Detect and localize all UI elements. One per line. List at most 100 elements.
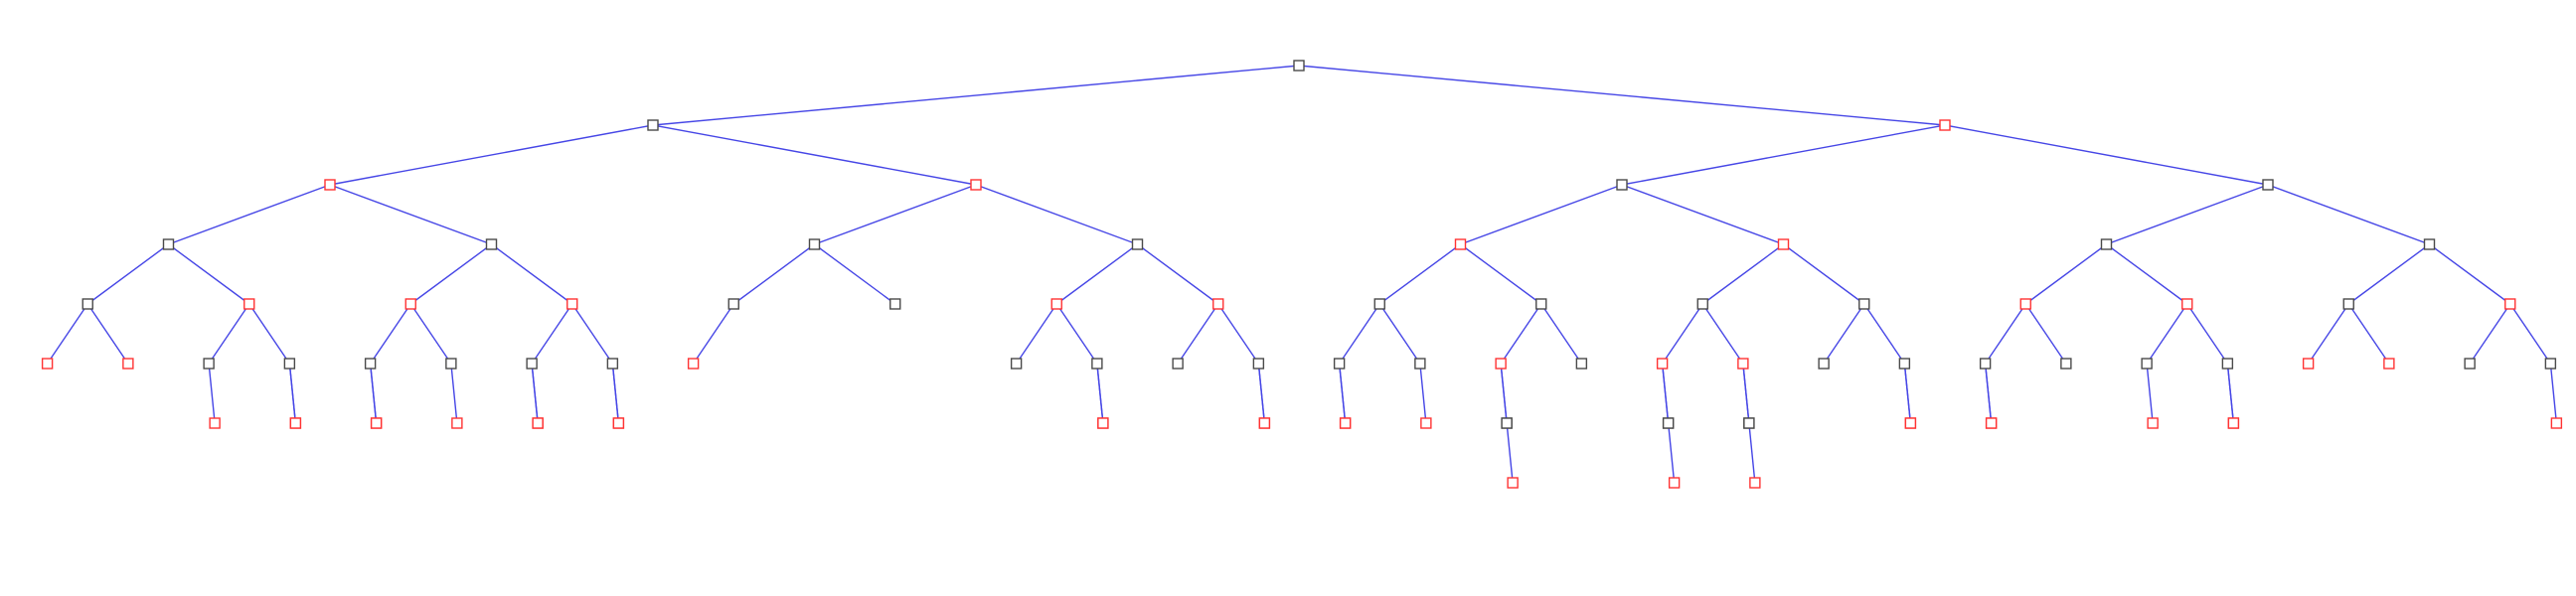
tree-edge [1339, 303, 1380, 365]
tree-edge [2347, 303, 2390, 365]
black-node [1662, 417, 1675, 429]
red-node [2302, 358, 2315, 370]
black-node [808, 238, 821, 250]
black-node [526, 358, 538, 370]
black-node [2221, 358, 2234, 370]
tree-edge [1662, 303, 1703, 365]
black-node [1743, 417, 1755, 429]
tree-edge [2308, 303, 2349, 365]
black-node [162, 238, 175, 250]
red-node [1339, 417, 1352, 429]
red-node [1777, 238, 1790, 250]
red-node [2383, 358, 2395, 370]
tree-edge [531, 303, 573, 365]
red-node [2504, 298, 2516, 310]
black-node [647, 119, 659, 131]
tree-edge [732, 243, 815, 305]
tree-edge [2549, 363, 2558, 424]
black-node [727, 298, 739, 310]
red-node [41, 358, 54, 370]
tree-edge [2267, 184, 2430, 245]
black-node [1091, 358, 1103, 370]
red-node [1939, 119, 1951, 131]
tree-edge [1460, 184, 1623, 245]
black-node [2464, 358, 2476, 370]
black-node [1501, 417, 1513, 429]
tree-edge [1621, 124, 1946, 186]
red-node [532, 417, 544, 429]
black-node [1898, 358, 1911, 370]
red-node [209, 417, 221, 429]
tree-edge [1460, 243, 1542, 305]
tree-edge [1378, 243, 1461, 305]
black-node [1293, 60, 1305, 72]
red-node [1749, 477, 1761, 489]
edge-layer [47, 65, 2558, 484]
red-node [612, 417, 625, 429]
black-node [1010, 358, 1023, 370]
black-node [1373, 298, 1385, 310]
tree-edge [208, 363, 216, 424]
red-node [451, 417, 463, 429]
tree-edge [652, 124, 977, 186]
red-node [324, 179, 336, 191]
black-node [1535, 298, 1547, 310]
tree-edge [975, 184, 1138, 245]
red-node [1050, 298, 1062, 310]
tree-edge [1217, 303, 1259, 365]
red-node [2227, 417, 2240, 429]
red-node [404, 298, 416, 310]
black-node [203, 358, 215, 370]
black-node [81, 298, 93, 310]
red-node [243, 298, 255, 310]
tree-edge [1500, 363, 1508, 424]
tree-edge [409, 303, 452, 365]
red-node [1454, 238, 1467, 250]
red-node [1212, 298, 1224, 310]
black-node [2423, 238, 2436, 250]
tree-edge [2469, 303, 2511, 365]
black-node [1818, 358, 1830, 370]
red-node [1258, 417, 1271, 429]
tree-edge [369, 363, 378, 424]
tree-edge [571, 303, 613, 365]
black-node [485, 238, 498, 250]
black-node [2141, 358, 2153, 370]
tree-edge [1257, 363, 1266, 424]
red-node [1904, 417, 1917, 429]
tree-edge [1137, 243, 1219, 305]
tree-edge [1823, 303, 1865, 365]
black-node [1252, 358, 1265, 370]
tree-edge [86, 243, 169, 305]
tree-edge [491, 243, 573, 305]
tree-edge [2186, 303, 2228, 365]
tree-edge [1661, 363, 1670, 424]
tree-edge [1096, 363, 1104, 424]
tree-edge [2429, 243, 2511, 305]
black-node [1979, 358, 1992, 370]
tree-edge [329, 184, 492, 245]
black-node [1696, 298, 1708, 310]
red-node [1097, 417, 1109, 429]
tree-edge [86, 303, 129, 365]
tree-edge [1701, 243, 1784, 305]
tree-edge [652, 65, 1300, 126]
tree-edge [2106, 184, 2269, 245]
tree-edge [814, 184, 977, 245]
red-node [2019, 298, 2031, 310]
tree-edge [208, 303, 250, 365]
red-node [122, 358, 134, 370]
tree-edge [693, 303, 734, 365]
tree-edge [1701, 303, 1744, 365]
red-node [1985, 417, 1998, 429]
red-node [566, 298, 578, 310]
tree-edge [1298, 65, 1946, 126]
red-node [289, 417, 302, 429]
red-node [1737, 358, 1749, 370]
tree-edge [2106, 243, 2188, 305]
tree-edge [1506, 422, 1514, 484]
tree-edge [814, 243, 896, 305]
black-node [2262, 179, 2274, 191]
black-node [889, 298, 901, 310]
